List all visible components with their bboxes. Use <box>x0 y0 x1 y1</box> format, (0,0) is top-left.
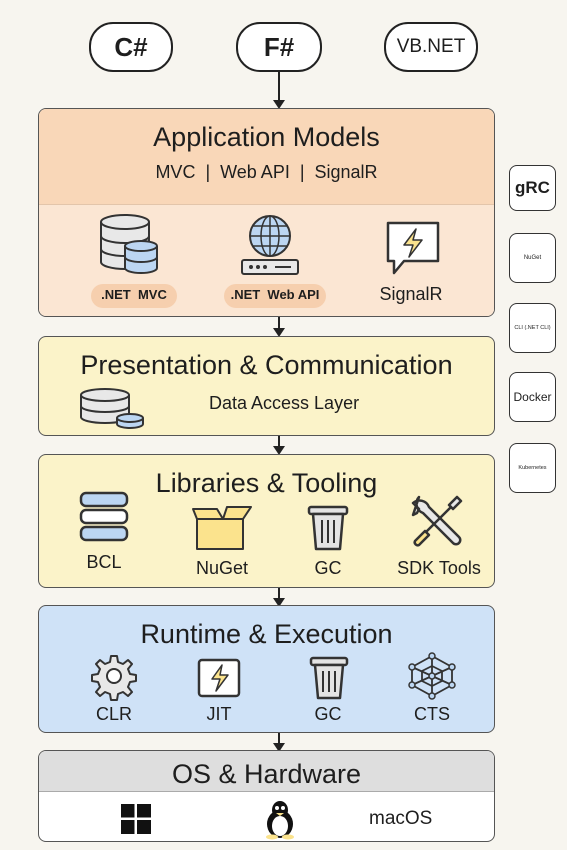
signalr-label: SignalR <box>379 284 443 304</box>
csharp-pill: C# <box>89 22 173 72</box>
fsharp-label: F# <box>263 31 295 62</box>
arrow-libraries-to-runtime <box>273 588 285 607</box>
sidebar-cli: CLI (.NET CLI) <box>509 303 556 353</box>
presentation-layer: Presentation & Communication Data Access… <box>38 336 495 436</box>
vbnet-label: VB.NET <box>396 36 466 57</box>
sidebar-nuget-label: NuGet <box>523 255 542 261</box>
application-models-layer: Application Models MVC | Web API | Signa… <box>38 108 495 317</box>
fsharp-pill: F# <box>236 22 322 72</box>
macos-label: macOS <box>369 808 433 829</box>
network-icon <box>408 652 456 700</box>
vbnet-pill: VB.NET <box>384 22 478 72</box>
application-models-subtitle: MVC | Web API | SignalR <box>155 162 378 182</box>
mvc-label-chip <box>91 284 177 308</box>
gc-label-libraries: GC <box>314 558 342 578</box>
sidebar-kubernetes-label: Kubernetes <box>518 465 547 471</box>
sdk-tools-label: SDK Tools <box>397 558 481 578</box>
jit-label: JIT <box>206 704 232 724</box>
sidebar-nuget: NuGet <box>509 233 556 283</box>
libraries-layer: Libraries & Tooling BCL NuGet <box>38 454 495 588</box>
gear-icon <box>91 655 137 701</box>
csharp-label: C# <box>114 31 148 62</box>
database-icon <box>100 214 158 274</box>
webapi-label-chip <box>224 284 326 308</box>
mvc-label: .NET MVC <box>101 287 167 302</box>
application-models-header <box>39 109 494 204</box>
runtime-layer: Runtime & Execution CLR JIT GC CTS <box>38 605 495 733</box>
cts-label: CTS <box>414 704 450 724</box>
arrow-presentation-to-libraries <box>273 436 285 455</box>
data-access-layer-label: Data Access Layer <box>209 393 360 413</box>
wrench-screwdriver-icon <box>411 495 463 547</box>
linux-penguin-icon <box>266 801 294 840</box>
presentation-title: Presentation & Communication <box>80 350 453 380</box>
sidebar-docker-label: Docker <box>513 390 552 404</box>
os-hardware-layer: OS & Hardware macOS <box>38 750 495 842</box>
application-models-title: Application Models <box>153 122 380 152</box>
sidebar-grpc: gRC <box>509 165 556 211</box>
sidebar-grpc-label: gRC <box>515 178 550 197</box>
data-access-database-icon <box>80 388 144 429</box>
os-title: OS & Hardware <box>171 759 362 789</box>
arrow-app-to-presentation <box>273 317 285 337</box>
gc-label-runtime: GC <box>314 704 342 724</box>
sidebar-docker: Docker <box>509 372 556 422</box>
nuget-label: NuGet <box>195 558 249 578</box>
sidebar-cli-label: CLI (.NET CLI) <box>514 325 551 331</box>
trash-can-icon-runtime <box>309 656 349 700</box>
arrow-runtime-to-os <box>273 733 285 752</box>
lightning-bolt-icon <box>197 658 241 698</box>
bcl-label: BCL <box>86 552 122 572</box>
sidebar-kubernetes: Kubernetes <box>509 443 556 493</box>
trash-can-icon <box>307 505 349 551</box>
windows-logo-icon <box>121 804 151 834</box>
runtime-title: Runtime & Execution <box>140 619 393 649</box>
signalr-bolt-icon <box>386 221 440 275</box>
clr-label: CLR <box>95 704 132 724</box>
stack-icon <box>79 491 129 542</box>
webapi-label: .NET Web API <box>230 287 320 302</box>
arrow-languages-to-app <box>273 72 285 109</box>
libraries-title: Libraries & Tooling <box>155 468 378 498</box>
os-header <box>39 751 494 792</box>
globe-server-icon <box>241 215 299 275</box>
package-box-icon <box>192 506 252 550</box>
